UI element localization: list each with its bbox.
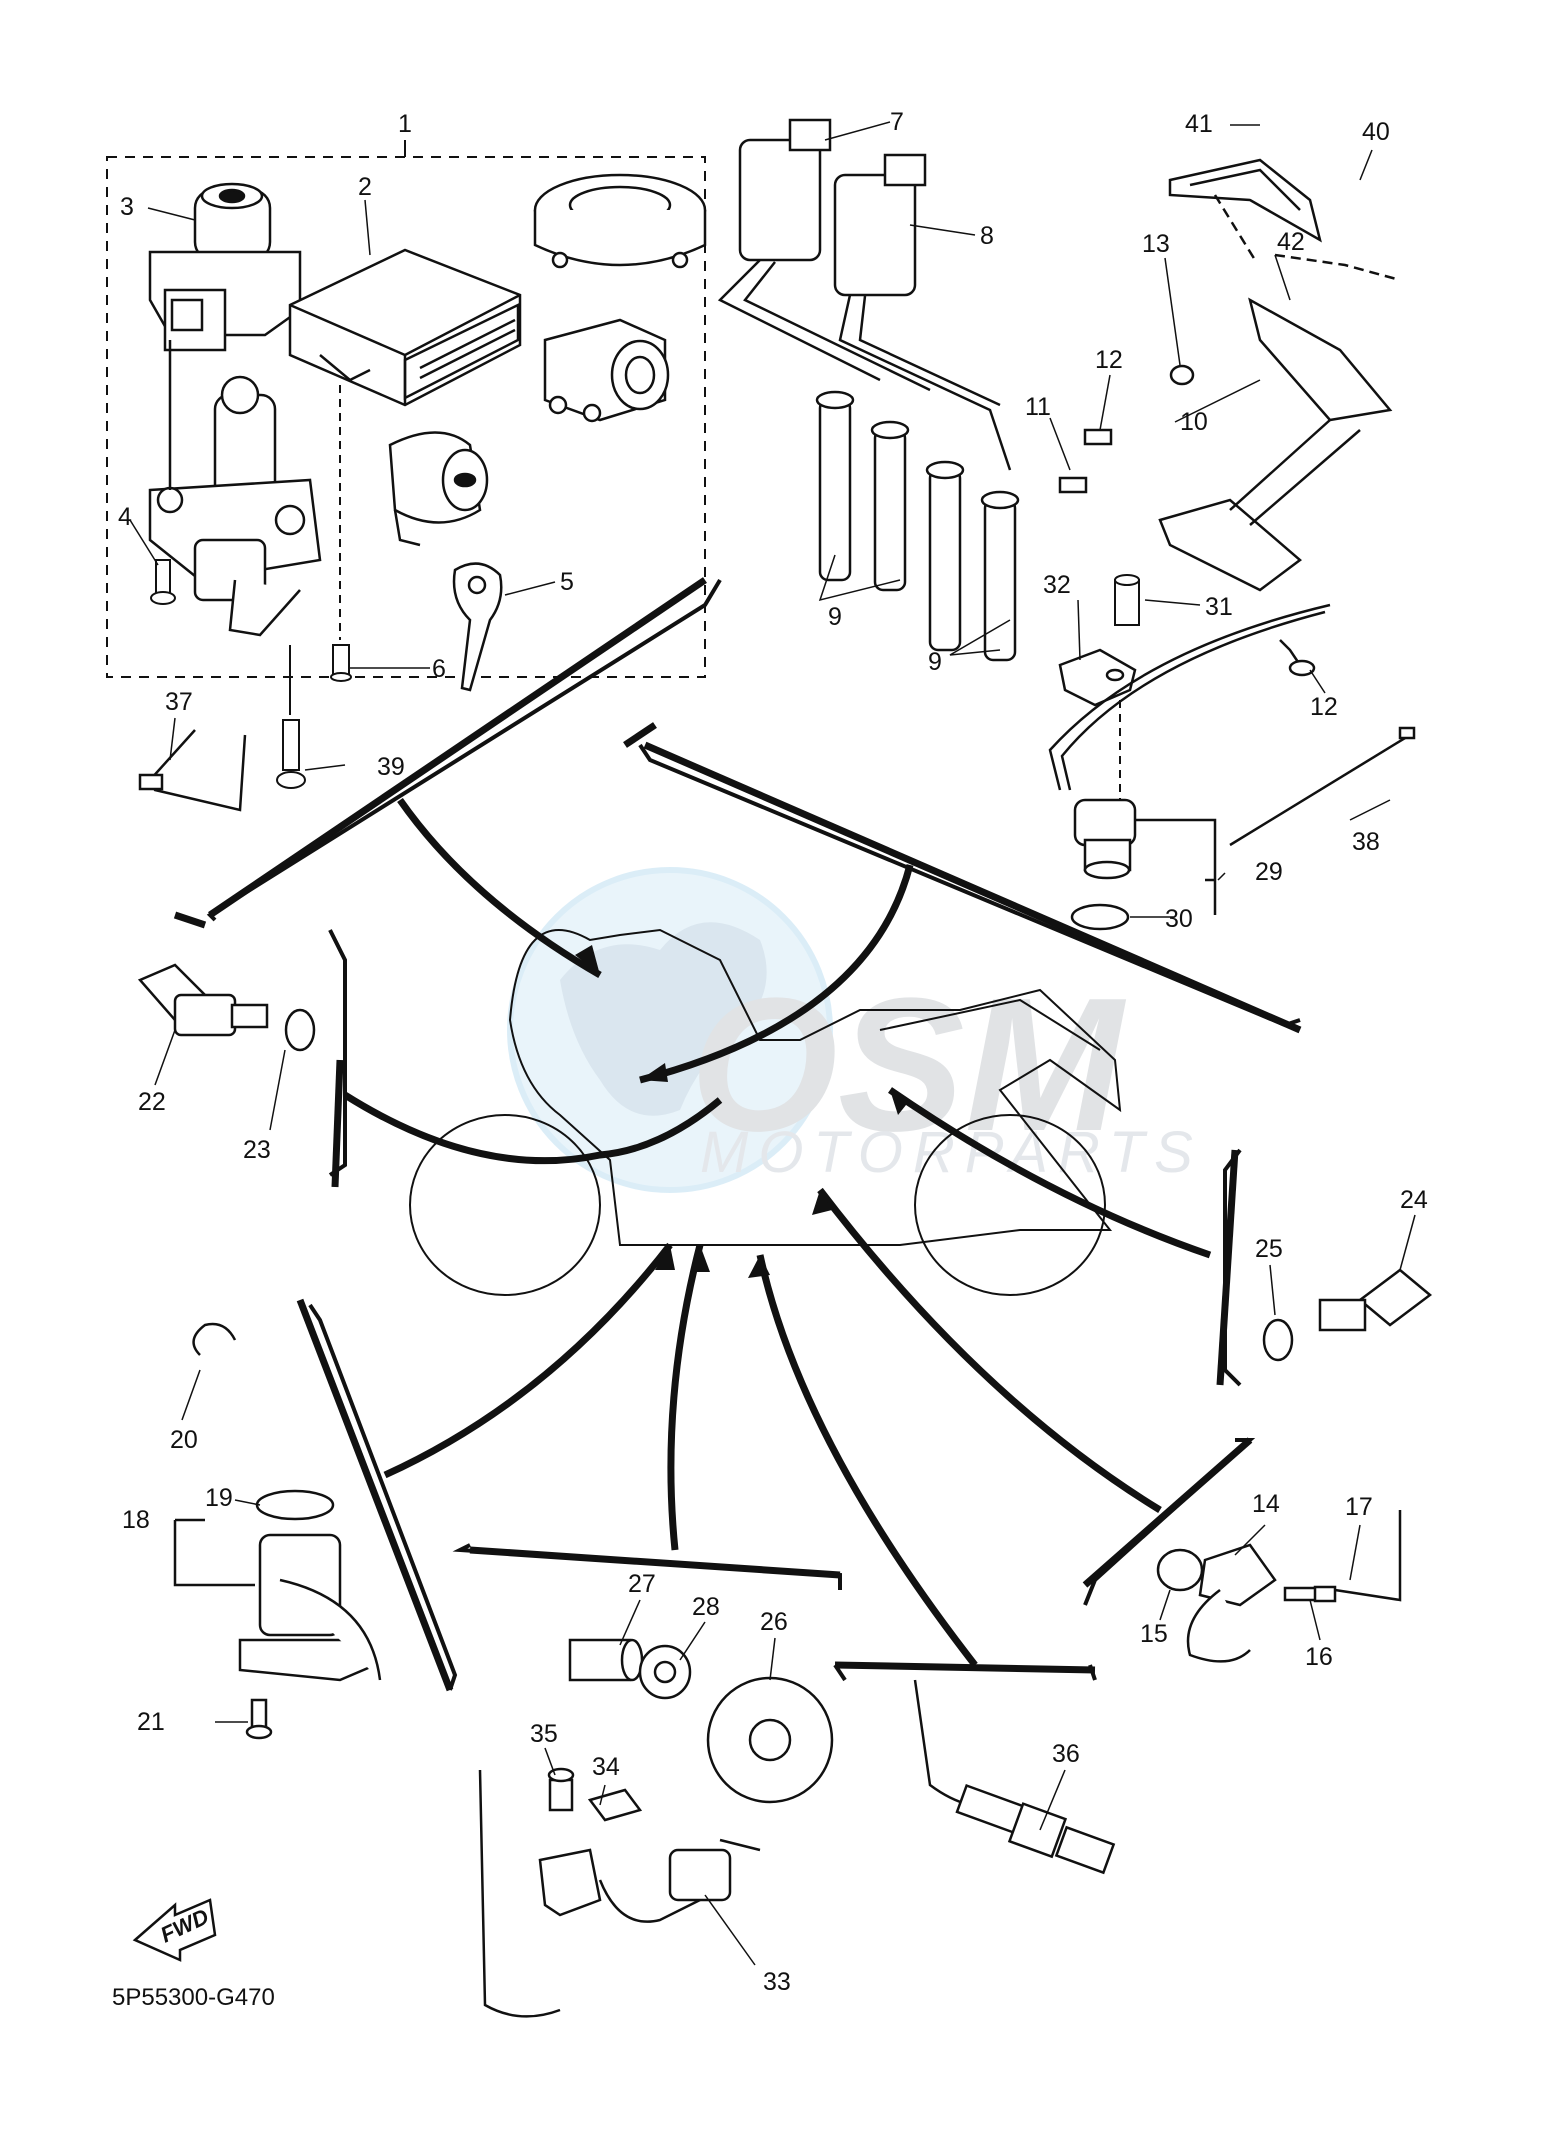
arrow-heads — [575, 945, 910, 1278]
callout-24: 24 — [1400, 1186, 1428, 1214]
part-code: 5P55300-G470 — [112, 1984, 275, 2011]
callout-41: 41 — [1185, 110, 1213, 138]
callout-15: 15 — [1140, 1620, 1168, 1648]
callouts: 1 2 3 4 5 6 7 8 9 9 10 11 12 12 13 14 15… — [118, 108, 1428, 1996]
callout-34: 34 — [592, 1753, 620, 1781]
plug-caps-part — [815, 390, 1020, 662]
sensor-29-part — [1048, 603, 1331, 931]
callout-18: 18 — [122, 1506, 150, 1534]
motorcycle-outline — [409, 928, 1122, 1296]
callout-33: 33 — [763, 1968, 791, 1996]
callout-35: 35 — [530, 1720, 558, 1748]
callout-19: 19 — [205, 1484, 233, 1512]
callout-20: 20 — [170, 1426, 198, 1454]
callout-40: 40 — [1362, 118, 1390, 146]
callout-28: 28 — [692, 1593, 720, 1621]
callout-37: 37 — [165, 688, 193, 716]
callout-30: 30 — [1165, 905, 1193, 933]
lead-37-part — [138, 729, 247, 812]
callout-31: 31 — [1205, 593, 1233, 621]
screw-4-part — [150, 559, 176, 605]
kit-box — [106, 140, 706, 678]
callout-23: 23 — [243, 1136, 271, 1164]
bolt-31-part — [1114, 574, 1140, 800]
ecu-part — [288, 248, 522, 407]
callout-21: 21 — [137, 1708, 165, 1736]
callout-38: 38 — [1352, 828, 1380, 856]
callout-7: 7 — [890, 108, 904, 136]
callout-17: 17 — [1345, 1493, 1373, 1521]
callout-39: 39 — [377, 753, 405, 781]
fwd-arrow: FWD — [132, 1898, 217, 1962]
sensor-14-part — [1156, 1510, 1402, 1663]
rotor-26-part — [568, 1638, 834, 1804]
callout-leaders — [129, 121, 1416, 1966]
bracket-part — [1058, 158, 1401, 677]
callout-8: 8 — [980, 222, 994, 250]
callout-4: 4 — [118, 503, 132, 531]
fuel-cap-part — [533, 173, 707, 269]
callout-12a: 12 — [1095, 346, 1123, 374]
callout-10: 10 — [1180, 408, 1208, 436]
callout-3: 3 — [120, 193, 134, 221]
arrow-leaders — [173, 577, 1302, 1692]
callout-42: 42 — [1277, 228, 1305, 256]
watermark-globe-land — [560, 922, 767, 1116]
callout-29: 29 — [1255, 858, 1283, 886]
sensor-24-part — [1262, 1268, 1433, 1362]
main-switch-part — [148, 182, 322, 637]
callout-9a: 9 — [828, 603, 842, 631]
callout-27: 27 — [628, 1570, 656, 1598]
callout-5: 5 — [560, 568, 574, 596]
callout-11: 11 — [1025, 393, 1051, 421]
temp-sensor-22-part — [137, 963, 316, 1052]
cable-tie-38-part — [1229, 726, 1416, 847]
callout-26: 26 — [760, 1608, 788, 1636]
seat-lock-part — [543, 318, 670, 423]
callout-6: 6 — [432, 655, 446, 683]
clamp-32-part — [1058, 648, 1137, 707]
screw-6-part — [330, 385, 352, 682]
pickup-33-part — [478, 1767, 761, 2018]
o2-sensor-36-part — [913, 1679, 1116, 1875]
servo-18-part — [173, 1322, 382, 1740]
key-part — [452, 562, 503, 692]
group-frames — [206, 578, 1301, 1691]
callout-13: 13 — [1142, 230, 1170, 258]
callout-36: 36 — [1052, 1740, 1080, 1768]
callout-22: 22 — [138, 1088, 166, 1116]
callout-12b: 12 — [1310, 693, 1338, 721]
callout-32: 32 — [1043, 571, 1071, 599]
ignition-coils-part — [717, 118, 1012, 471]
callout-2: 2 — [358, 173, 372, 201]
watermark-brand: OSM — [690, 959, 1127, 1171]
callout-25: 25 — [1255, 1235, 1283, 1263]
screw-39-part — [276, 645, 306, 789]
callout-16: 16 — [1305, 1643, 1333, 1671]
callout-14: 14 — [1252, 1490, 1280, 1518]
callout-1: 1 — [398, 110, 412, 138]
callout-9b: 9 — [928, 648, 942, 676]
lock-cylinder-part — [388, 431, 489, 547]
